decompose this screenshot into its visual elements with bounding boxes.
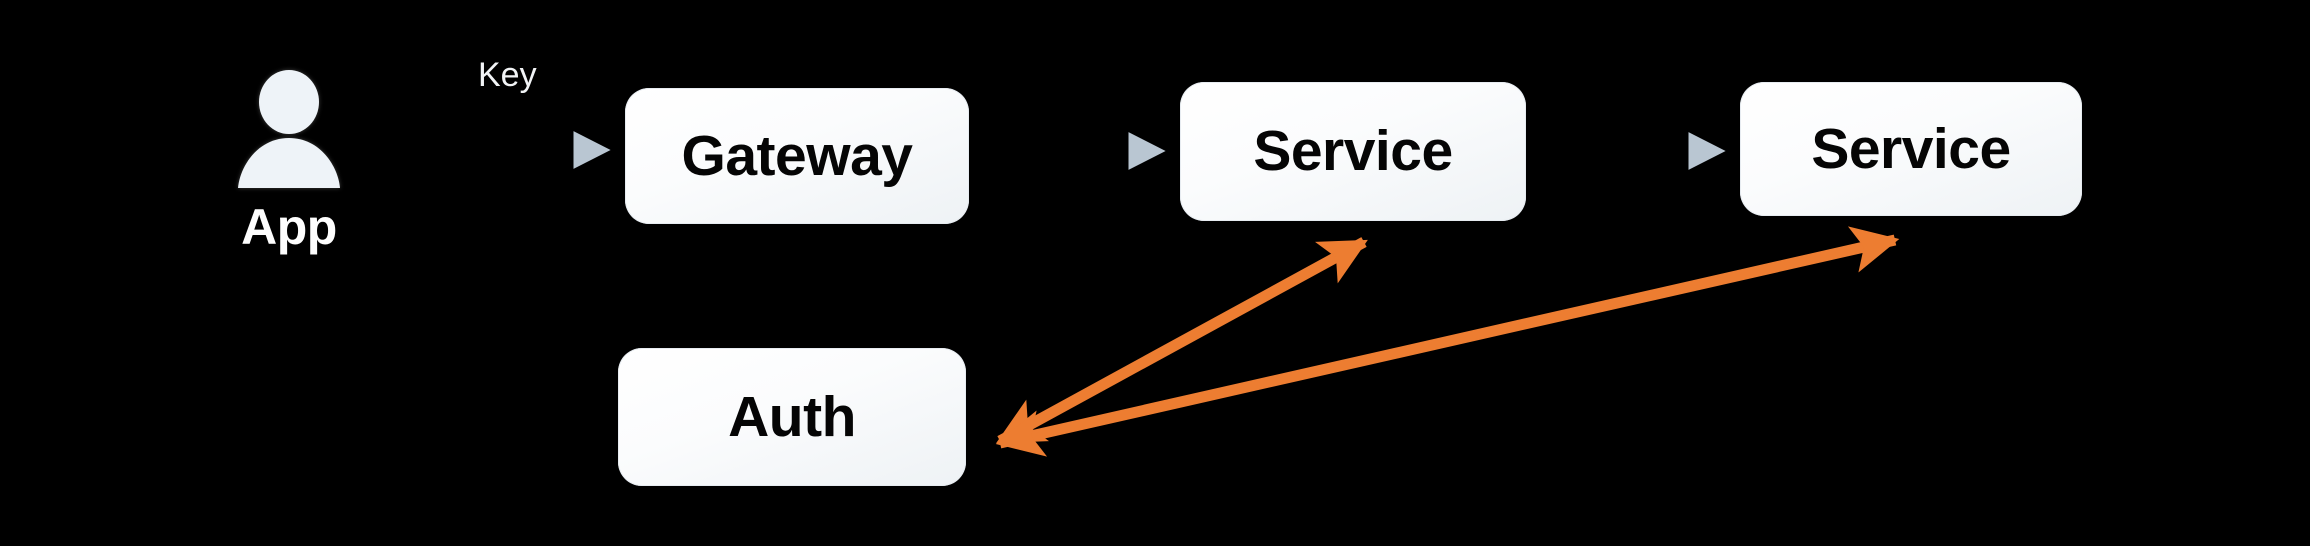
node-auth[interactable]: Auth <box>618 348 966 486</box>
node-service-2[interactable]: Service <box>1740 82 2082 216</box>
actor-app[interactable]: App <box>200 70 378 285</box>
edge-label-key: Key <box>478 56 537 94</box>
person-icon <box>234 70 344 192</box>
edge-auth-to-service-2 <box>995 226 1900 457</box>
node-gateway-label: Gateway <box>681 123 913 188</box>
node-service-2-label: Service <box>1811 116 2011 181</box>
edge-auth-to-service-1 <box>996 237 1368 446</box>
actor-app-label: App <box>241 199 337 255</box>
node-auth-label: Auth <box>728 384 856 449</box>
node-service-1-label: Service <box>1253 119 1453 183</box>
node-service-1[interactable]: Service <box>1180 82 1526 221</box>
node-gateway[interactable]: Gateway <box>625 88 969 224</box>
